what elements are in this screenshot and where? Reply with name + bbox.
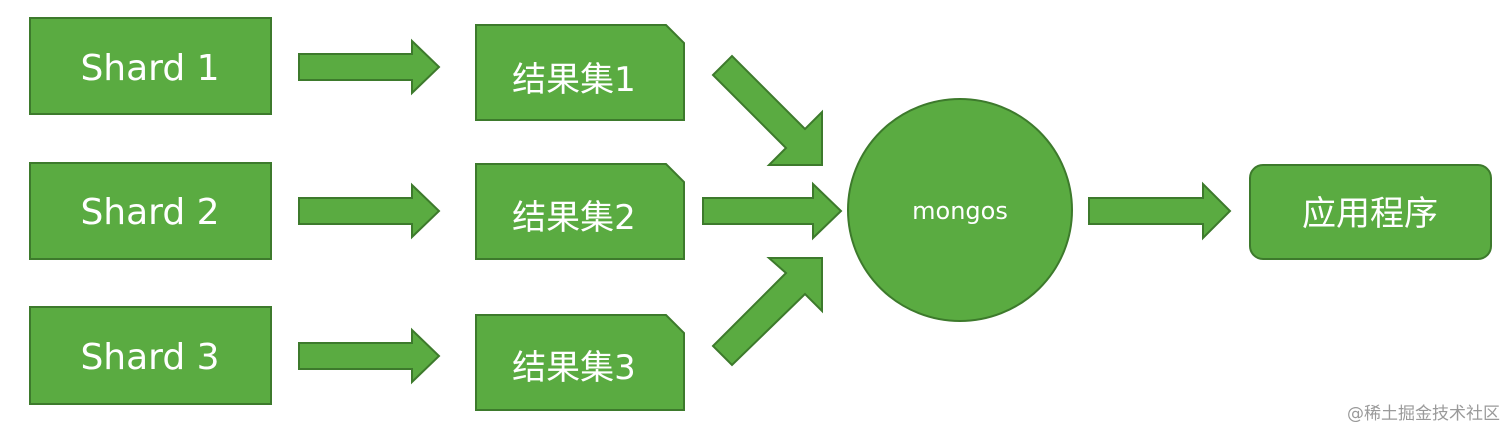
result-set-label-1: 结果集1 <box>512 60 636 100</box>
arrow-shard3-to-result3 <box>298 327 441 385</box>
shard-node-1: Shard 1 <box>29 17 272 115</box>
result-set-node-3: 结果集3 <box>475 314 685 411</box>
shard-label-1: Shard 1 <box>80 48 219 89</box>
mongos-node: mongos <box>847 98 1073 322</box>
mongos-label: mongos <box>912 197 1008 225</box>
shard-node-3: Shard 3 <box>29 306 272 405</box>
result-set-node-2: 结果集2 <box>475 163 685 260</box>
shard-label-2: Shard 2 <box>80 192 219 233</box>
arrow-shard2-to-result2 <box>298 182 441 240</box>
result-set-label-3: 结果集3 <box>512 348 636 388</box>
result-set-label-2: 结果集2 <box>512 198 636 238</box>
result-set-node-1: 结果集1 <box>475 24 685 121</box>
arrow-result3-to-mongos <box>711 257 823 367</box>
application-node: 应用程序 <box>1249 164 1492 260</box>
watermark-text: @稀土掘金技术社区 <box>1347 404 1500 424</box>
shard-node-2: Shard 2 <box>29 162 272 260</box>
arrow-shard1-to-result1 <box>298 38 441 96</box>
arrow-result2-to-mongos <box>702 181 843 241</box>
application-label: 应用程序 <box>1302 194 1438 234</box>
arrow-mongos-to-application <box>1088 181 1232 241</box>
shard-label-3: Shard 3 <box>80 337 219 378</box>
arrow-result1-to-mongos <box>711 54 823 166</box>
